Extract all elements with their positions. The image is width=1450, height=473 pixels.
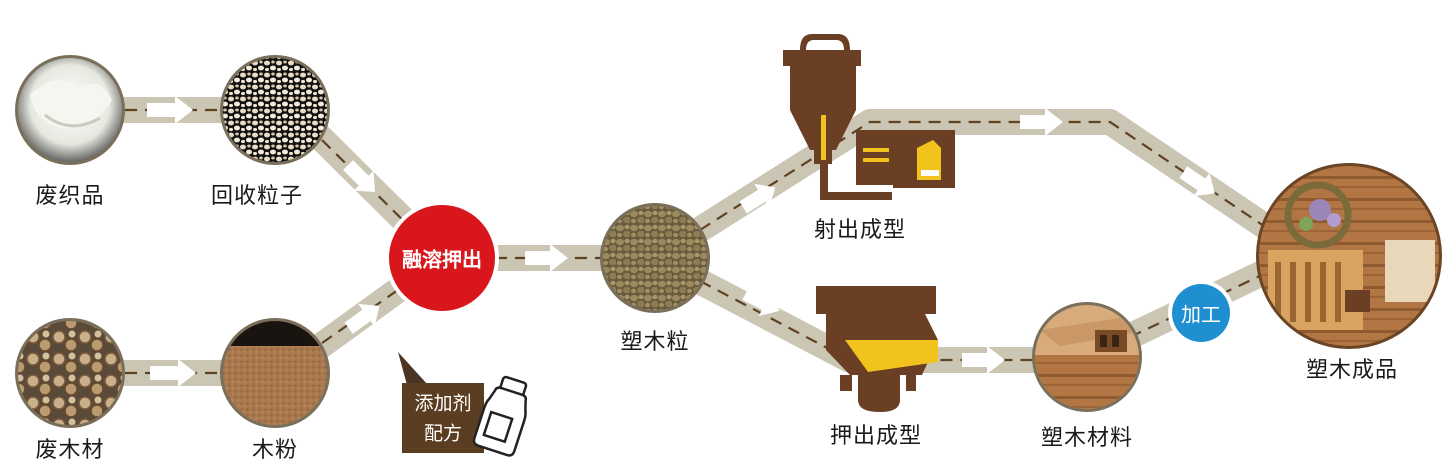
arrow-down-right-icon xyxy=(1179,166,1215,197)
label-wpc-pellets: 塑木粒 xyxy=(620,330,690,355)
label-additive-line1: 添加剂 xyxy=(414,392,472,415)
label-wpc-product: 塑木成品 xyxy=(1305,358,1399,383)
label-additive-line2: 配方 xyxy=(423,422,463,445)
flow-arrows xyxy=(147,96,1215,387)
arrow-down-right-icon xyxy=(343,160,375,192)
arrow-down-right-icon xyxy=(742,287,780,317)
arrow-right-icon xyxy=(147,96,193,124)
processing-badge xyxy=(1168,280,1234,346)
arrow-right-icon xyxy=(525,244,568,272)
label-processing: 加工 xyxy=(1181,302,1221,327)
label-waste-wood: 废木材 xyxy=(35,438,105,463)
additive-bottle-icon xyxy=(472,375,528,457)
label-melt-extrude: 融溶押出 xyxy=(402,247,482,272)
waste-wood-photo xyxy=(15,318,125,428)
arrow-right-icon xyxy=(150,359,196,387)
label-injection-molding: 射出成型 xyxy=(813,218,907,243)
label-wood-powder: 木粉 xyxy=(251,438,299,463)
recycled-pellets-photo xyxy=(220,55,330,165)
additive-callout xyxy=(398,352,484,453)
label-recycled-pellets: 回收粒子 xyxy=(210,184,304,209)
arrow-right-icon xyxy=(962,346,1005,374)
label-extrusion-molding: 押出成型 xyxy=(829,424,923,449)
arrow-up-right-icon xyxy=(344,303,380,334)
label-waste-textile: 废织品 xyxy=(35,184,105,209)
extruder-machine-icon xyxy=(816,286,938,412)
waste-textile-photo xyxy=(15,55,125,165)
wpc-pellets-photo xyxy=(600,203,710,313)
arrow-up-right-icon xyxy=(739,183,776,214)
melt-extrude-badge xyxy=(385,201,499,315)
arrow-right-icon xyxy=(1020,108,1063,136)
label-wpc-material: 塑木材料 xyxy=(1040,426,1134,451)
wpc-material-photo xyxy=(1032,302,1142,412)
wpc-product-photo xyxy=(1256,163,1442,349)
wood-powder-photo xyxy=(220,318,330,428)
